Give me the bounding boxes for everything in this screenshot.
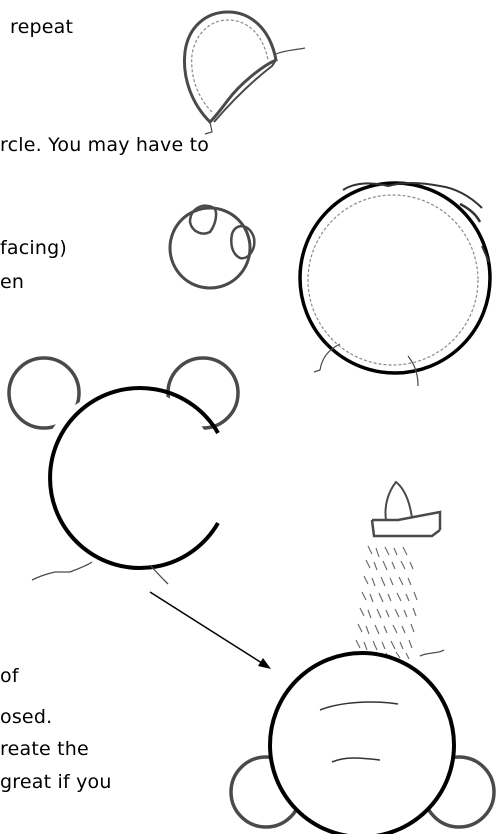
shaded-bear-head-sketch [231, 650, 494, 834]
large-circle-sketch [300, 183, 490, 386]
small-head-sketch [170, 206, 254, 288]
ear-shape-sketch [184, 12, 305, 134]
bear-head-sketch [9, 358, 238, 584]
paint-can-sketch [372, 482, 440, 536]
pour-texture [356, 546, 417, 659]
pointer-arrow [150, 592, 271, 669]
